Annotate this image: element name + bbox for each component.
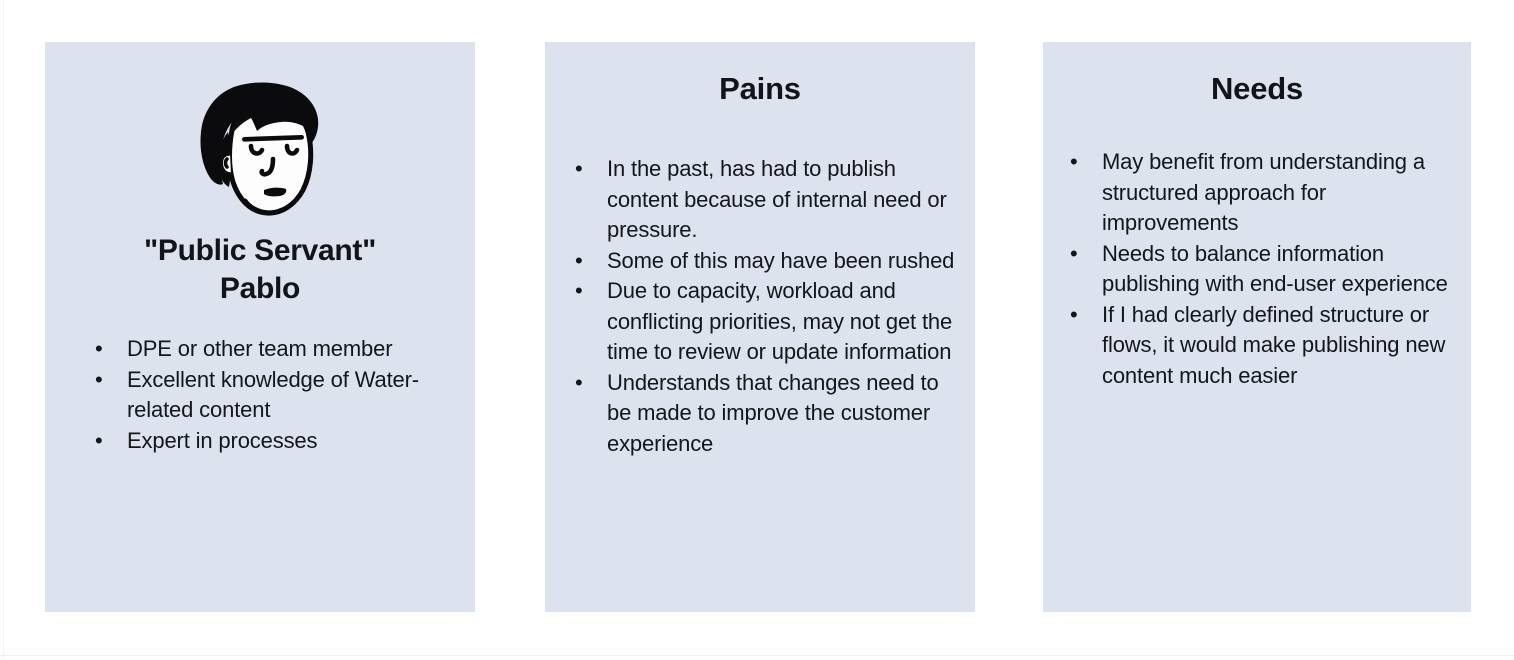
pains-card: Pains • In the past, has had to publish … (545, 42, 975, 612)
bullet-marker-icon: • (95, 336, 103, 361)
list-item: • Due to capacity, workload and conflict… (575, 276, 961, 368)
bullet-marker-icon: • (575, 247, 583, 273)
male-face-illustration-icon (200, 82, 319, 216)
bullet-marker-icon: • (1070, 301, 1078, 327)
list-item: • DPE or other team member (95, 334, 457, 365)
list-item: • Excellent knowledge of Water-related c… (95, 365, 457, 426)
list-item: • Needs to balance information publishin… (1070, 239, 1461, 300)
needs-card: Needs • May benefit from understanding a… (1043, 42, 1471, 612)
list-item: • If I had clearly defined structure or … (1070, 300, 1461, 392)
list-item: • In the past, has had to publish conten… (575, 154, 961, 246)
list-item: • May benefit from understanding a struc… (1070, 147, 1461, 239)
list-item: • Understands that changes need to be ma… (575, 368, 961, 460)
list-item-text: Understands that changes need to be made… (607, 369, 939, 456)
page-edge-left-rule (3, 0, 4, 660)
list-item-text: May benefit from understanding a structu… (1102, 149, 1425, 235)
list-item-text: If I had clearly defined structure or fl… (1102, 301, 1446, 388)
pains-bullet-list: • In the past, has had to publish conten… (575, 154, 961, 459)
list-item-text: Excellent knowledge of Water-related con… (127, 366, 419, 423)
list-item: • Some of this may have been rushed (575, 246, 961, 277)
bullet-marker-icon: • (1070, 149, 1078, 174)
persona-name-line-2: Pablo (219, 272, 301, 305)
persona-card: "Public Servant" Pablo • DPE or other te… (45, 42, 475, 612)
list-item-text: In the past, has had to publish content … (607, 156, 947, 242)
list-item: • Expert in processes (95, 426, 457, 457)
bullet-marker-icon: • (575, 369, 583, 395)
list-item-text: DPE or other team member (127, 336, 393, 361)
pains-card-title: Pains (719, 71, 801, 106)
avatar (45, 42, 475, 218)
needs-card-title: Needs (1210, 71, 1304, 106)
page-edge-bottom-rule (0, 655, 1514, 656)
list-item-text: Due to capacity, workload and conflictin… (607, 278, 953, 364)
persona-name: "Public Servant" Pablo (45, 218, 475, 308)
needs-bullet-list: • May benefit from understanding a struc… (1070, 147, 1461, 391)
list-item-text: Expert in processes (127, 427, 318, 453)
persona-bullet-list: • DPE or other team member • Excellent k… (95, 334, 457, 456)
bullet-marker-icon: • (95, 366, 103, 392)
list-item-text: Needs to balance information publishing … (1102, 240, 1448, 297)
bullet-marker-icon: • (575, 156, 583, 181)
bullet-marker-icon: • (95, 427, 103, 453)
list-item-text: Some of this may have been rushed (607, 247, 955, 273)
persona-name-line-1: "Public Servant" (143, 234, 377, 267)
bullet-marker-icon: • (575, 278, 583, 303)
bullet-marker-icon: • (1070, 240, 1078, 266)
